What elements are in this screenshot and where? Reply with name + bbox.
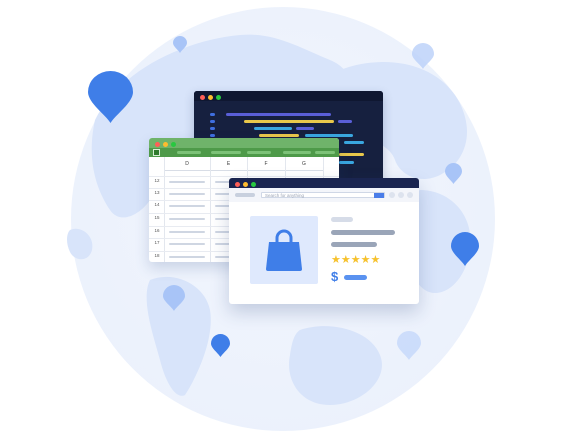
row-label: 13 xyxy=(154,190,160,195)
nav-icon[interactable] xyxy=(407,192,413,198)
column-header[interactable]: G xyxy=(285,157,323,171)
column-header[interactable]: F xyxy=(247,157,285,171)
row-label: 12 xyxy=(154,178,160,183)
minimize-dot-icon xyxy=(243,182,248,187)
product-page-window: Search for anything ★★★★★ $ xyxy=(229,178,419,304)
row-label: 15 xyxy=(154,215,160,220)
rating-stars: ★★★★★ xyxy=(331,254,381,266)
column-header[interactable]: D xyxy=(164,157,210,171)
product-subtitle xyxy=(331,242,377,247)
row-label: 14 xyxy=(154,202,160,207)
row-label: 18 xyxy=(154,253,160,258)
close-dot-icon xyxy=(155,142,160,147)
price-currency: $ xyxy=(331,269,339,284)
sheet-window-titlebar xyxy=(149,138,339,148)
nav-icon[interactable] xyxy=(398,192,404,198)
map-pin-icon xyxy=(88,71,133,123)
minimize-dot-icon xyxy=(163,142,168,147)
product-window-titlebar xyxy=(229,178,419,188)
row-label: 17 xyxy=(154,240,160,245)
product-title xyxy=(331,230,395,235)
product-tag xyxy=(331,217,353,222)
maximize-dot-icon xyxy=(171,142,176,147)
nav-icon[interactable] xyxy=(389,192,395,198)
close-dot-icon xyxy=(235,182,240,187)
maximize-dot-icon xyxy=(216,95,221,100)
map-pin-icon xyxy=(412,43,434,69)
maximize-dot-icon xyxy=(251,182,256,187)
price-value xyxy=(344,275,367,280)
sheet-toolbar xyxy=(149,148,339,157)
product-image[interactable] xyxy=(250,216,318,284)
close-dot-icon xyxy=(200,95,205,100)
code-window-titlebar xyxy=(194,91,383,101)
map-pin-icon xyxy=(173,36,187,53)
map-pin-icon xyxy=(397,331,421,360)
map-pin-icon xyxy=(451,232,479,266)
product-nav-bar: Search for anything xyxy=(229,188,419,202)
minimize-dot-icon xyxy=(208,95,213,100)
search-button[interactable] xyxy=(374,193,384,198)
search-placeholder: Search for anything xyxy=(265,193,305,198)
column-header[interactable]: E xyxy=(210,157,247,171)
map-pin-icon xyxy=(211,334,230,357)
sheet-logo-icon xyxy=(153,149,160,156)
logo-placeholder xyxy=(235,193,255,197)
shopping-bag-icon xyxy=(266,229,302,271)
map-pin-icon xyxy=(163,285,185,311)
row-label: 16 xyxy=(154,228,160,233)
map-pin-icon xyxy=(445,163,462,184)
search-input[interactable]: Search for anything xyxy=(261,192,385,198)
